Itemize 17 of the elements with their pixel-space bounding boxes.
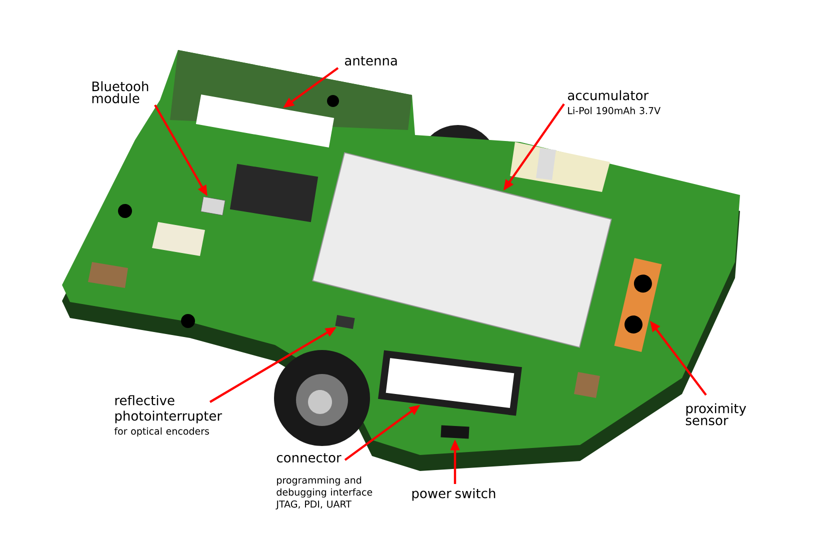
callout-label: antenna: [345, 56, 397, 66]
callout-label: reflective photointerrupter: [115, 395, 222, 424]
proximity-sensor: [614, 258, 662, 352]
callout-note: Li-Pol 190mAh 3.7V: [568, 106, 661, 114]
antenna-module: [196, 94, 334, 148]
callout-label: connector: [276, 453, 342, 463]
callout-note: for optical encoders: [114, 427, 209, 437]
chip: [230, 164, 318, 222]
callout-label: Bluetooh module: [92, 81, 148, 104]
callout-label: power switch: [412, 488, 496, 501]
bluetooth-module: [200, 196, 226, 216]
callout-label: accumulator: [568, 90, 649, 100]
callout-note: programming and debugging interface JTAG, PDI, UART: [276, 476, 372, 510]
photointerrupter: [335, 315, 355, 329]
callout-label: proximity sensor: [686, 403, 746, 426]
power-switch: [440, 425, 470, 439]
battery-pack: [312, 152, 612, 348]
